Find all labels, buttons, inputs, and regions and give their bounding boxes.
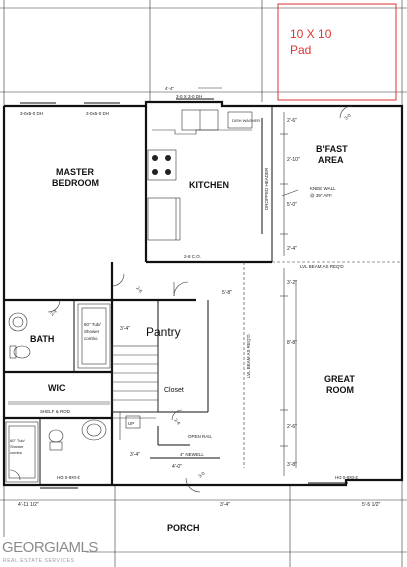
open-rail-label: OPEN RAIL [188,434,213,439]
room-bath: BATH [30,334,54,344]
exterior-walls [2,100,404,487]
room-great-line1: GREAT [324,374,355,384]
shelf-rod-label: SHELF & ROD [40,409,71,414]
door-3-0-lower: 3-0 [197,470,206,478]
tub-lower-2: Shower [10,444,24,449]
co-label: 2-8 C.O. [184,254,201,259]
room-porch: PORCH [167,523,200,533]
dim-5-0: 5'-0" [287,202,297,208]
knee-wall-line2: @ 39" AFF. [310,193,333,198]
tub-upper-2: Shower [84,329,100,334]
interior-walls [4,261,402,485]
dim-2-10: 2'-10" [287,157,300,163]
dim-5-5: 5'-5 1/2" [362,502,381,508]
mls-logo: GEORGIAMLS REAL ESTATE SERVICES [0,537,98,567]
fixtures [5,303,111,483]
dropped-header-label: DROPPED HEADER [264,167,269,210]
dish-washer-label: DISH WASHER [232,118,260,123]
dim-3-4-pantry: 3'-4" [120,326,130,332]
dish-washer-text: DISH WASHER [232,118,260,123]
dim-3-8: 3'-8" [287,462,297,468]
dim-3-4-stair: 3'-4" [130,452,140,458]
dim-3-2: 3'-2" [287,280,297,286]
knee-wall [261,118,299,234]
tub-upper-1: 60" Tub/ [84,322,101,327]
dim-4-11: 4'-11 1/2" [18,502,39,508]
room-kitchen: KITCHEN [189,180,229,190]
door-2-4: 2-4 [49,308,58,316]
room-closet: Closet [164,387,184,394]
dim-3-4-porch: 3'-4" [220,502,230,508]
lvl-beam-h: LVL BEAM AS REQ'D [300,264,344,269]
room-master-line2: BEDROOM [52,178,99,188]
room-master-line1: MASTER [56,167,95,177]
door-3-0-upper: 3-0 [343,112,352,120]
window-kitchen: 3-0 X 3-0 DH [176,94,202,99]
door-2-4b: 2-4 [173,417,181,426]
window-top-left-2: 3-0x5-0 DH [86,111,109,116]
window-top-left-1: 3-0x5-0 DH [20,111,43,116]
room-great-line2: ROOM [326,385,354,395]
dim-8-8: 8'-8" [287,340,297,346]
door-2-6: 2-6 [135,285,143,294]
dim-2-6b: 2'-6" [287,424,297,430]
dim-2-4: 2'-4" [287,246,297,252]
tub-upper-3: combo [84,336,98,341]
up-label: UP [128,421,134,426]
window-marks [20,98,348,489]
room-bfast-line1: B'FAST [316,144,348,154]
tub-lower-3: combo [10,450,23,455]
door-swings [9,105,353,493]
logo-main-text: GEORGIAMLS [2,539,98,556]
window-bottom-left: 3-0x5-0 DH [57,475,80,480]
dim-4-0: 4'-0" [172,464,182,470]
pad-label-line2: Pad [290,43,311,57]
newell-label: 4" NEWELL [180,452,204,457]
dim-top-4-4: 4'-4" [165,86,174,91]
window-bottom-right: 3-0x5-0 DH [335,475,358,480]
knee-wall-line1: KNEE WALL [310,186,336,191]
logo-sub-text: REAL ESTATE SERVICES [3,558,75,564]
lvl-beam-v: LVL BEAM AS REQ'D [246,334,251,378]
room-wic: WIC [48,383,66,393]
kitchen-walls [144,106,273,264]
dim-2-6: 2'-6" [287,118,297,124]
dimension-lines [198,87,288,476]
tub-lower-1: 60" Tub/ [10,438,26,443]
room-bfast-line2: AREA [318,155,344,165]
pad-label-line1: 10 X 10 [290,27,332,41]
dim-5-8: 5'-8" [222,290,232,296]
pad-outline [277,3,397,101]
stairs [111,345,159,440]
room-pantry: Pantry [146,325,181,339]
